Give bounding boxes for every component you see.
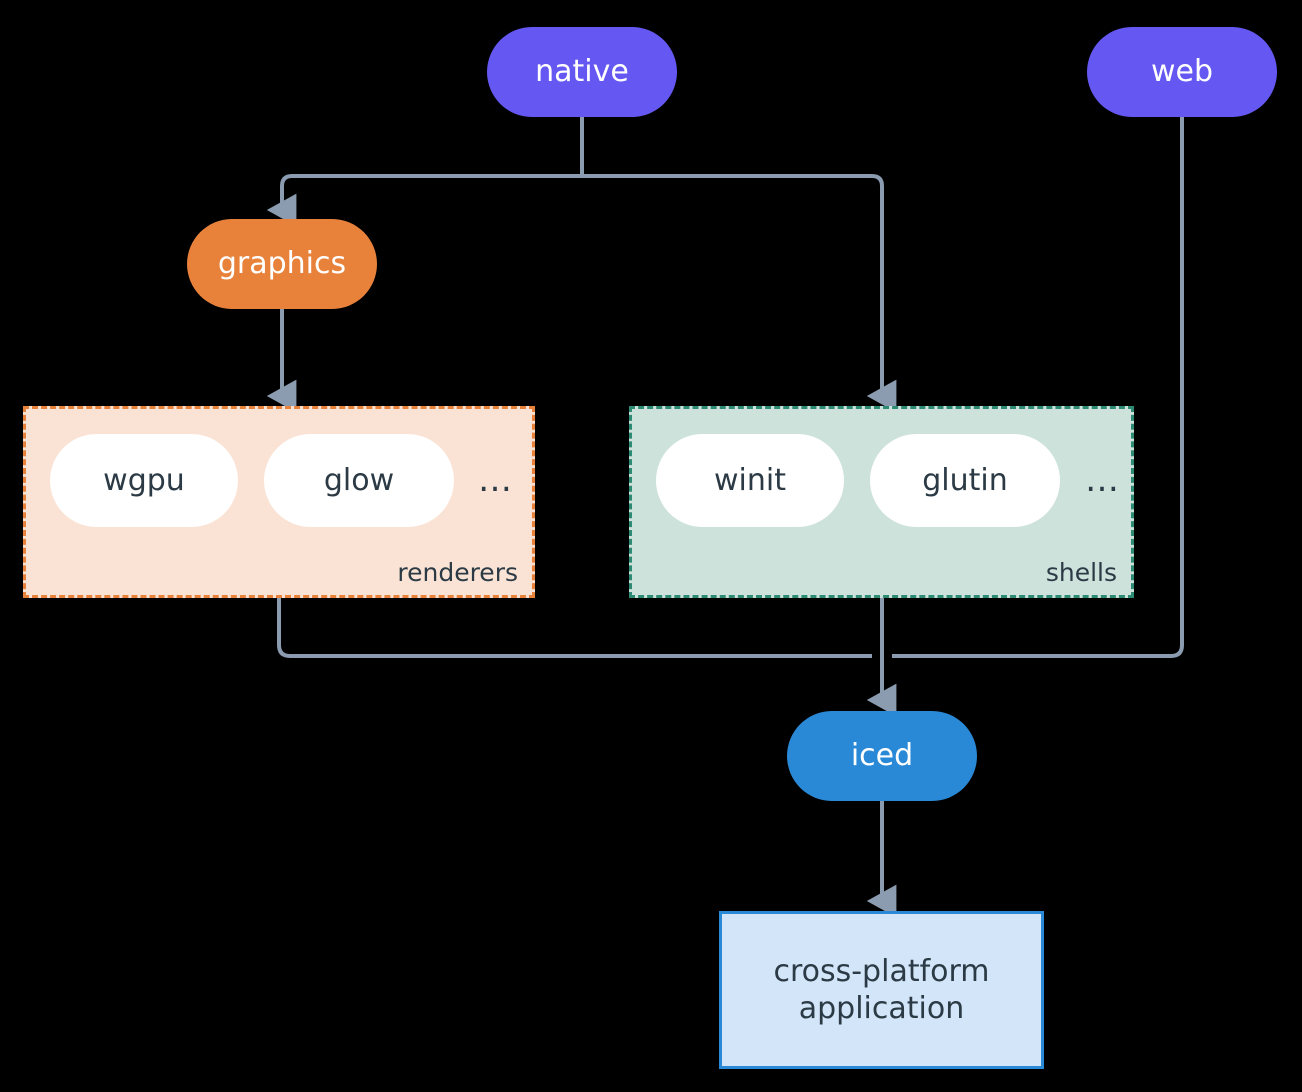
- edge-native-graphics: [266, 174, 582, 227]
- node-iced-label: iced: [850, 738, 914, 774]
- node-winit-label: winit: [714, 462, 786, 498]
- node-glow[interactable]: glow: [264, 434, 454, 527]
- node-native[interactable]: native: [487, 27, 677, 117]
- node-graphics-label: graphics: [217, 246, 347, 282]
- node-glutin-label: glutin: [922, 462, 1008, 498]
- shells-ellipsis: …: [1085, 460, 1120, 500]
- node-web[interactable]: web: [1087, 27, 1277, 117]
- node-wgpu[interactable]: wgpu: [50, 434, 238, 527]
- node-graphics[interactable]: graphics: [187, 219, 377, 309]
- node-winit[interactable]: winit: [656, 434, 844, 527]
- node-iced[interactable]: iced: [787, 711, 977, 801]
- node-cross-platform-application-label: cross-platform application: [773, 953, 990, 1027]
- node-glutin[interactable]: glutin: [870, 434, 1060, 527]
- cluster-renderers-label: renderers: [397, 558, 518, 587]
- node-wgpu-label: wgpu: [103, 462, 185, 498]
- edge-native-shells: [582, 174, 897, 413]
- renderers-ellipsis: …: [478, 460, 513, 500]
- edge-renderers-iced: [277, 598, 872, 658]
- node-web-label: web: [1150, 54, 1214, 90]
- cluster-shells-label: shells: [1045, 558, 1117, 587]
- node-cross-platform-application[interactable]: cross-platform application: [719, 911, 1044, 1069]
- node-glow-label: glow: [323, 462, 395, 498]
- node-native-label: native: [535, 54, 629, 90]
